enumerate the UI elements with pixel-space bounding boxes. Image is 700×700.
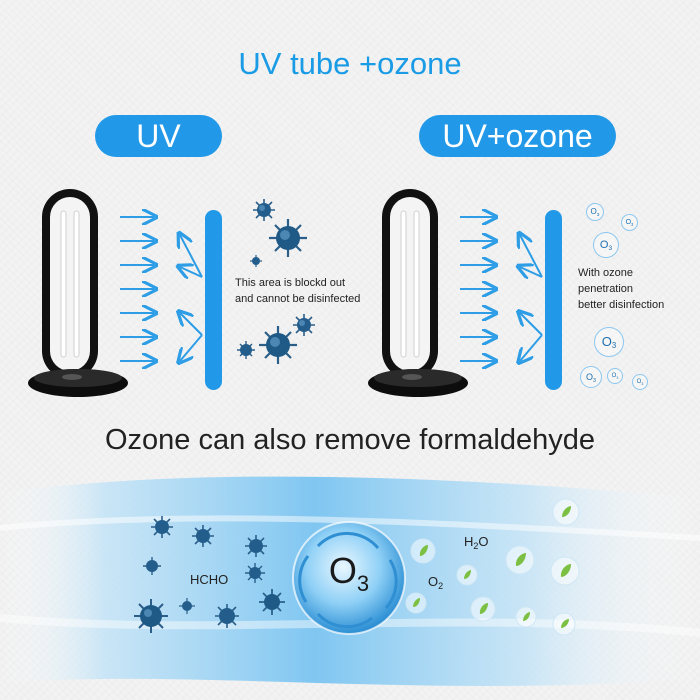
uv-rays-arrows xyxy=(120,205,203,385)
virus-icon xyxy=(215,604,239,628)
virus-icon xyxy=(293,314,315,336)
ozone-bubble-icon: O3 xyxy=(621,214,638,231)
o2-subscript: 2 xyxy=(438,581,444,591)
virus-icon xyxy=(245,535,267,557)
uv-label-badge: UV xyxy=(95,115,222,157)
ozone-note-line: better disinfection xyxy=(578,299,665,311)
water-droplet-icon xyxy=(456,564,478,586)
virus-icon xyxy=(245,563,265,583)
h2o-h: H xyxy=(464,534,474,549)
formaldehyde-headline: Ozone can also remove formaldehyde xyxy=(104,424,596,456)
ozone-subscript: 3 xyxy=(356,571,370,596)
o2-label: O2 xyxy=(428,574,443,591)
water-droplet-icon xyxy=(405,592,427,614)
h2o-subscript: 2 xyxy=(473,541,479,551)
water-droplet-icon xyxy=(515,606,537,628)
virus-icon xyxy=(192,525,214,547)
ozone-bubble-icon: O3 xyxy=(593,232,619,258)
virus-icon xyxy=(143,557,161,575)
o2-o: O xyxy=(428,574,439,589)
water-droplet-icon xyxy=(552,612,576,636)
virus-icon xyxy=(259,589,285,615)
virus-icon xyxy=(134,599,168,633)
virus-icon xyxy=(179,598,195,614)
ozone-note-line: penetration xyxy=(578,283,634,295)
h2o-label: H2O xyxy=(464,534,489,551)
virus-icon xyxy=(259,326,297,364)
ozone-bubble-icon: O3 xyxy=(632,374,648,390)
blocked-note-line: This area is blockd out xyxy=(235,277,346,289)
virus-icon xyxy=(250,255,262,267)
blocking-wall-uv-ozone xyxy=(545,210,562,390)
blocking-wall-uv xyxy=(205,210,222,390)
virus-icon xyxy=(253,199,275,221)
blocked-note-line: and cannot be disinfected xyxy=(235,293,361,305)
uv-lamp-icon xyxy=(28,189,128,397)
ozone-benefit-note: With ozone penetration better disinfecti… xyxy=(578,265,664,313)
water-droplet-icon xyxy=(550,556,580,586)
water-droplet-icon xyxy=(505,545,535,575)
ozone-bubble-icon: O3 xyxy=(586,203,604,221)
virus-icon xyxy=(237,341,255,359)
ozone-bubble-icon: O3 xyxy=(607,368,623,384)
page-title: UV tube +ozone xyxy=(238,46,462,81)
ozone-bubble-icon: O3 xyxy=(580,366,602,388)
airflow-band-illustration xyxy=(0,476,700,686)
ozone-bubble-icon: O3 xyxy=(594,327,624,357)
uv-ozone-label-badge: UV+ozone xyxy=(419,115,616,157)
uv-ozone-rays-arrows xyxy=(460,205,543,385)
h2o-o: O xyxy=(478,534,489,549)
water-droplet-icon xyxy=(470,596,496,622)
ozone-symbol: O xyxy=(328,550,357,591)
ozone-molecule-label: O3 xyxy=(314,550,384,597)
virus-icon xyxy=(269,219,307,257)
ozone-note-line: With ozone xyxy=(578,267,634,279)
uv-ozone-lamp-icon xyxy=(368,189,468,397)
water-droplet-icon xyxy=(410,538,436,564)
hcho-label: HCHO xyxy=(190,572,229,587)
water-droplet-icon xyxy=(552,498,580,526)
virus-icon xyxy=(151,516,173,538)
blocked-area-note: This area is blockd out and cannot be di… xyxy=(235,275,360,307)
